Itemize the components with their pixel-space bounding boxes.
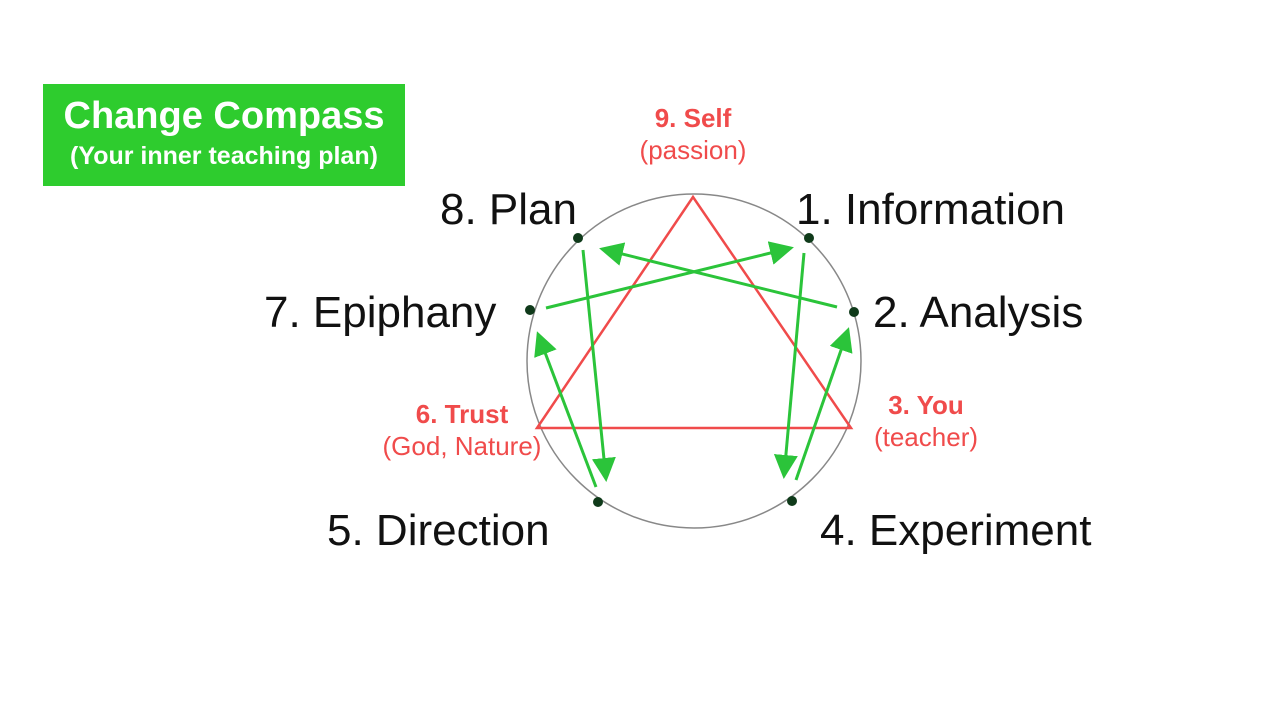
dot-1	[804, 233, 814, 243]
title: Change Compass	[63, 95, 385, 137]
subtitle: (Your inner teaching plan)	[70, 142, 378, 170]
dot-7	[525, 305, 535, 315]
dot-2	[849, 307, 859, 317]
label-6-trust: 6. Trust (God, Nature)	[382, 399, 542, 461]
label-2-analysis: 2. Analysis	[873, 288, 1084, 337]
label-5-direction: 5. Direction	[327, 506, 550, 555]
label-8-plan: 8. Plan	[440, 185, 577, 234]
label-1-information: 1. Information	[796, 185, 1066, 234]
arrow-2-to-8	[599, 242, 838, 309]
dot-5	[593, 497, 603, 507]
arrow-7-to-1	[545, 241, 794, 310]
arrow-5-to-7	[534, 331, 598, 488]
title-box: Change Compass (Your inner teaching plan…	[43, 84, 405, 186]
arrow-4-to-2	[794, 327, 853, 481]
label-3-you: 3. You (teacher)	[873, 390, 979, 452]
label-4-experiment: 4. Experiment	[820, 506, 1092, 555]
label-7-epiphany: 7. Epiphany	[264, 288, 497, 337]
label-9-self: 9. Self (passion)	[639, 103, 747, 165]
dot-8	[573, 233, 583, 243]
dot-4	[787, 496, 797, 506]
compass-circle	[526, 193, 862, 529]
red-triangle	[534, 194, 854, 430]
arrow-1-to-4	[773, 252, 806, 479]
arrow-8-to-5	[581, 249, 616, 482]
